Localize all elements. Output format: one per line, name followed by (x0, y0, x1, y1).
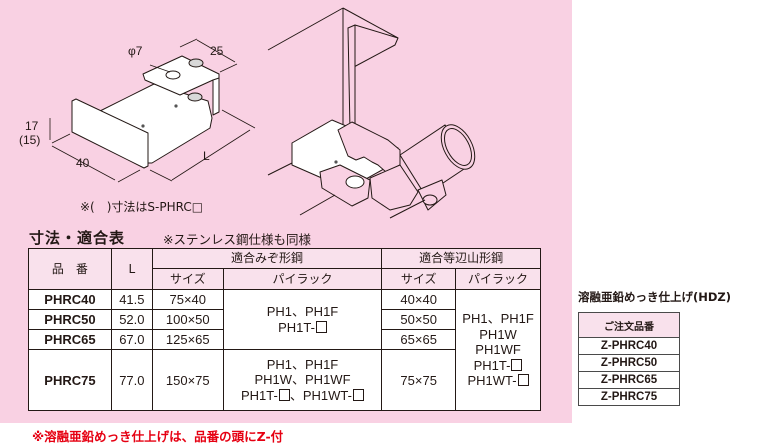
rack-text: PH1T- (278, 319, 315, 335)
header-part-no: 品 番 (28, 248, 112, 290)
rack-line: PH1、PH1F (266, 304, 339, 319)
table-title: 寸法・適合表 (29, 229, 126, 247)
length-cell: 52.0 (110, 309, 153, 330)
header-angle-rack: パイラック (455, 268, 541, 290)
header-angle-size: サイズ (381, 268, 457, 290)
part-no-cell: PHRC50 (28, 309, 112, 330)
length-cell: 67.0 (110, 329, 153, 350)
angle-size-cell: 50×50 (381, 309, 457, 330)
channel-rack-cell: PH1、PH1F PH1T- (222, 289, 383, 350)
angle-size-cell: 65×65 (381, 329, 457, 350)
length-cell: 77.0 (110, 349, 153, 411)
header-channel-rack: パイラック (222, 268, 383, 290)
rack-line: PH1、PH1F (462, 311, 534, 327)
table-row: Z-PHRC75 (578, 388, 680, 406)
dim-hole: φ7 (128, 44, 143, 58)
dim-height-alt: (15) (19, 133, 40, 147)
dim-width: 25 (210, 44, 224, 58)
rack-line: PH1、PH1F (266, 356, 339, 372)
channel-size-cell: 100×50 (151, 309, 224, 330)
hdz-header: ご注文品番 (578, 312, 680, 338)
channel-size-cell: 150×75 (151, 349, 224, 411)
hdz-item: Z-PHRC65 (578, 371, 680, 389)
table-row: PHRC75 77.0 150×75 PH1、PH1F PH1W、PH1WF P… (28, 349, 541, 411)
channel-rack-cell: PH1、PH1F PH1W、PH1WF PH1T- 、PH1WT- (222, 349, 383, 411)
length-cell: 41.5 (110, 289, 153, 310)
placeholder-box-icon (278, 388, 290, 401)
hdz-footnote: ※溶融亜鉛めっき仕上げは、品番の頭にZ-付 (32, 429, 284, 444)
placeholder-box-icon (315, 320, 327, 333)
dim-height: 17 (25, 119, 39, 133)
rack-line: PH1T- (224, 320, 382, 336)
table-row: Z-PHRC50 (578, 354, 680, 372)
angle-size-cell: 75×75 (381, 349, 457, 411)
spec-table: 品 番 L 適合みぞ形鋼 適合等辺山形鋼 サイズ パイラック サイズ パイラック… (28, 248, 541, 411)
part-no-cell: PHRC65 (28, 329, 112, 350)
channel-size-cell: 125×65 (151, 329, 224, 350)
rack-line: PH1WT- (456, 373, 540, 389)
dim-length: L (203, 149, 210, 163)
rack-text: PH1T- (473, 357, 511, 373)
rack-line: PH1WF (475, 342, 521, 358)
table-row: Z-PHRC65 (578, 371, 680, 389)
angle-rack-cell: PH1、PH1F PH1W PH1WF PH1T- PH1WT- (455, 289, 541, 411)
rack-line: PH1T- 、PH1WT- (224, 388, 382, 404)
rack-text: PH1WT- (467, 373, 517, 389)
rack-line: PH1T- (456, 358, 540, 374)
hdz-item: Z-PHRC75 (578, 388, 680, 406)
table-subtitle: ※ステンレス鋼仕様も同様 (163, 232, 311, 247)
header-length: L (110, 248, 153, 290)
note-text: ※( )寸法はS-PHRC□ (80, 200, 204, 214)
rack-line: PH1W、PH1WF (254, 372, 351, 388)
table-row: PHRC40 41.5 75×40 PH1、PH1F PH1T- 40×40 P… (28, 289, 541, 411)
hdz-title: 溶融亜鉛めっき仕上げ(HDZ) (578, 290, 732, 304)
table-row: Z-PHRC40 (578, 337, 680, 355)
channel-size-cell: 75×40 (151, 289, 224, 310)
rack-line: PH1W (479, 326, 517, 342)
hdz-item: Z-PHRC50 (578, 354, 680, 372)
dim-depth: 40 (76, 156, 90, 170)
header-channel-group: 適合みぞ形鋼 (151, 248, 383, 269)
placeholder-box-icon (352, 388, 364, 401)
placeholder-box-icon (511, 358, 523, 371)
installation-drawing (267, 7, 476, 219)
header-channel-size: サイズ (151, 268, 224, 290)
part-no-cell: PHRC40 (28, 289, 112, 310)
bracket-drawing: φ7 25 17 (15) 40 L (19, 38, 256, 183)
header-angle-group: 適合等辺山形鋼 (381, 248, 541, 269)
angle-size-cell: 40×40 (381, 289, 457, 310)
placeholder-box-icon (517, 374, 529, 387)
rack-text: PH1T- (241, 387, 278, 403)
hdz-table: ご注文品番 Z-PHRC40 Z-PHRC50 Z-PHRC65 Z-PHRC7… (578, 312, 680, 406)
stainless-dimension-note: ※( )寸法はS-PHRC□ (80, 198, 203, 215)
rack-text: 、PH1WT- (289, 387, 352, 403)
hdz-item: Z-PHRC40 (578, 337, 680, 355)
table-row: PHRC50 52.0 100×50 50×50 (28, 309, 541, 330)
part-no-cell: PHRC75 (28, 349, 112, 411)
